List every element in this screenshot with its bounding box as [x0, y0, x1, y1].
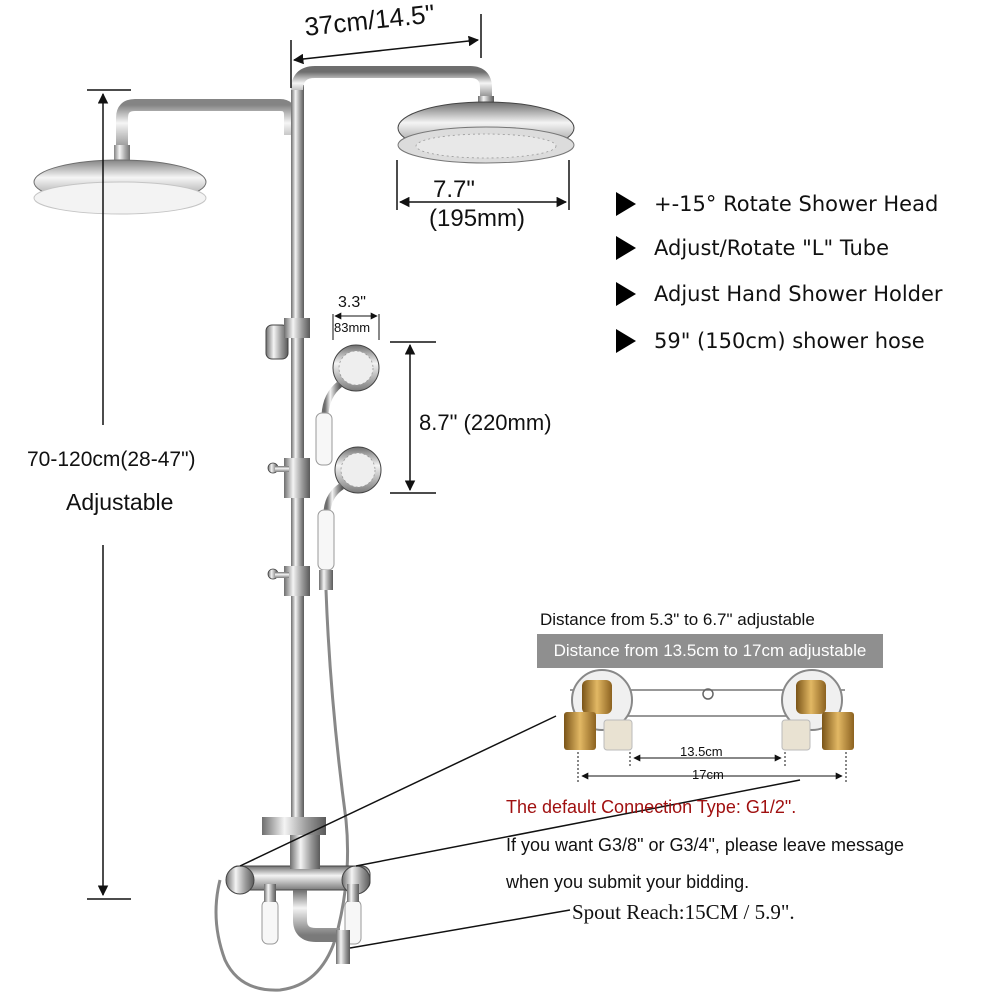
triangle-bullet-icon	[616, 282, 636, 306]
feature-item-holder: Adjust Hand Shower Holder	[616, 282, 943, 306]
triangle-bullet-icon	[616, 329, 636, 353]
default-connection-note: The default Connection Type: G1/2".	[506, 797, 797, 817]
height-range-label: 70-120cm(28-47")	[27, 448, 196, 471]
hand-diameter-in-label: 3.3"	[338, 294, 366, 311]
lowered-shower-head	[33, 99, 296, 215]
custom-connection-note-line2: when you submit your bidding.	[506, 872, 750, 892]
outer-spacing-label: 17cm	[692, 767, 724, 782]
triangle-bullet-icon	[616, 236, 636, 260]
connection-inset	[564, 669, 854, 751]
height-adjustable-label: Adjustable	[66, 489, 174, 515]
distance-cm-banner: Distance from 13.5cm to 17cm adjustable	[537, 634, 883, 668]
riser-fittings	[265, 318, 310, 596]
custom-connection-note-line1: If you want G3/8" or G3/4", please leave…	[506, 835, 904, 855]
holder-travel-label: 8.7" (220mm)	[419, 410, 552, 435]
hand-diameter-dimension	[332, 312, 380, 340]
feature-item-hose: 59" (150cm) shower hose	[616, 329, 925, 353]
hand-shower	[315, 344, 382, 590]
distance-inches-label: Distance from 5.3" to 6.7" adjustable	[540, 610, 815, 629]
height-range-dimension	[87, 89, 131, 900]
shower-hose	[214, 589, 350, 992]
feature-item-l-tube: Adjust/Rotate "L" Tube	[616, 236, 889, 260]
holder-travel-dimension	[390, 341, 436, 494]
head-diameter-in-label: 7.7"	[433, 176, 475, 203]
head-diameter-dimension	[396, 160, 570, 210]
leader-lines	[239, 715, 801, 949]
feature-text: +-15° Rotate Shower Head	[654, 192, 939, 216]
arm-length-dimension	[290, 14, 482, 88]
head-diameter-mm-label: (195mm)	[429, 205, 526, 232]
inner-spacing-label: 13.5cm	[680, 744, 723, 759]
feature-item-rotate-head: +-15° Rotate Shower Head	[616, 192, 938, 216]
feature-text: Adjust/Rotate "L" Tube	[654, 236, 890, 260]
triangle-bullet-icon	[616, 192, 636, 216]
inset-spacing-dimensions	[577, 752, 847, 784]
overhead-shower-head	[397, 101, 575, 164]
hand-diameter-mm-label: 83mm	[334, 320, 371, 335]
feature-text: 59" (150cm) shower hose	[654, 329, 925, 353]
spout-reach-label: Spout Reach:15CM / 5.9".	[572, 900, 795, 924]
feature-text: Adjust Hand Shower Holder	[654, 282, 943, 306]
